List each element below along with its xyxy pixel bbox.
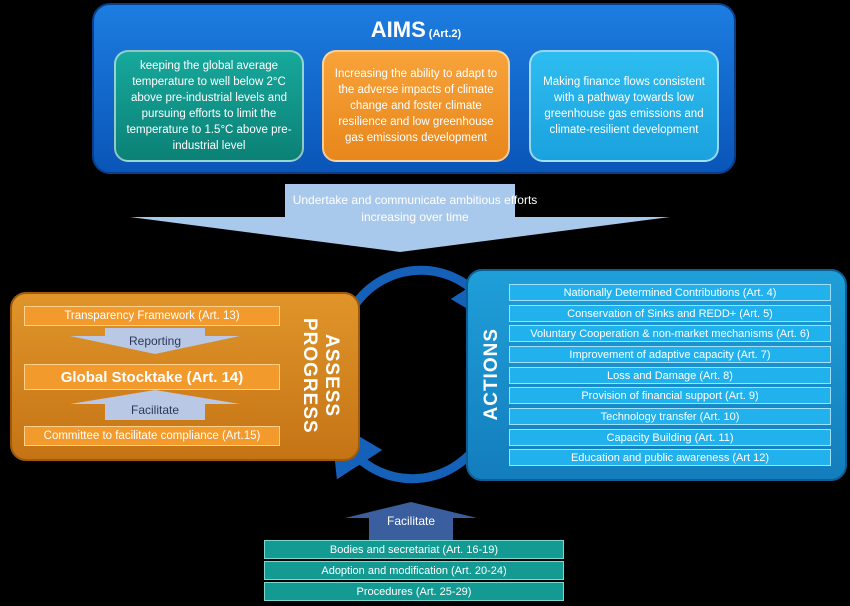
action-item-label: Capacity Building (Art. 11) (606, 431, 734, 444)
aims-panel: AIMS(Art.2) keeping the global average t… (92, 3, 736, 174)
action-item-label: Education and public awareness (Art 12) (570, 451, 770, 464)
action-item-loss-damage: Loss and Damage (Art. 8) (509, 367, 831, 384)
bottom-facilitate-label: Facilitate (386, 514, 436, 528)
action-item-label: Conservation of Sinks and REDD+ (Art. 5) (567, 307, 773, 320)
action-item-label: Provision of financial support (Art. 9) (581, 389, 759, 402)
action-item-adaptive: Improvement of adaptive capacity (Art. 7… (509, 346, 831, 363)
compliance-committee-box: Committee to facilitate compliance (Art.… (24, 426, 280, 446)
bottom-item-label: Procedures (Art. 25-29) (356, 585, 472, 598)
bottom-item-procedures: Procedures (Art. 25-29) (264, 582, 564, 601)
action-item-education: Education and public awareness (Art 12) (509, 449, 831, 466)
action-item-label: Technology transfer (Art. 10) (600, 410, 740, 423)
aim-adaptation-box: Increasing the ability to adapt to the a… (322, 50, 510, 162)
action-item-finance: Provision of financial support (Art. 9) (509, 387, 831, 404)
action-item-cooperation: Voluntary Cooperation & non-market mecha… (509, 325, 831, 342)
aim-temperature-text: keeping the global average temperature t… (126, 60, 292, 152)
actions-label: ACTIONS (472, 270, 512, 478)
bottom-item-adoption: Adoption and modification (Art. 20-24) (264, 561, 564, 580)
global-stocktake-label: Global Stocktake (Art. 14) (60, 368, 244, 386)
transparency-framework-box: Transparency Framework (Art. 13) (24, 306, 280, 326)
action-item-capacity: Capacity Building (Art. 11) (509, 429, 831, 446)
action-item-sinks: Conservation of Sinks and REDD+ (Art. 5) (509, 305, 831, 322)
transparency-framework-label: Transparency Framework (Art. 13) (64, 310, 240, 322)
assess-arrows (70, 328, 240, 420)
aims-article: (Art.2) (428, 28, 462, 40)
aim-temperature-box: keeping the global average temperature t… (114, 50, 304, 162)
aims-title: AIMS(Art.2) (94, 17, 738, 43)
actions-label-text: ACTIONS (481, 327, 502, 421)
bottom-up-arrow (345, 502, 477, 540)
aim-adaptation-text: Increasing the ability to adapt to the a… (334, 68, 498, 144)
main-arrow-text: Undertake and communicate ambitious effo… (292, 193, 538, 224)
action-item-label: Nationally Determined Contributions (Art… (563, 286, 777, 299)
aim-finance-text: Making finance flows consistent with a p… (543, 76, 705, 136)
global-stocktake-box: Global Stocktake (Art. 14) (24, 364, 280, 390)
assess-progress-text: ASSESS PROGRESS (299, 318, 342, 434)
bottom-item-label: Adoption and modification (Art. 20-24) (321, 564, 507, 577)
action-item-ndc: Nationally Determined Contributions (Art… (509, 284, 831, 301)
reporting-label: Reporting (128, 334, 182, 348)
action-item-technology: Technology transfer (Art. 10) (509, 408, 831, 425)
action-item-label: Loss and Damage (Art. 8) (607, 369, 733, 382)
bottom-item-label: Bodies and secretariat (Art. 16-19) (329, 543, 499, 556)
bottom-item-bodies: Bodies and secretariat (Art. 16-19) (264, 540, 564, 559)
aims-title-text: AIMS (370, 17, 426, 42)
action-item-label: Voluntary Cooperation & non-market mecha… (530, 327, 810, 340)
compliance-committee-label: Committee to facilitate compliance (Art.… (43, 430, 261, 442)
action-item-label: Improvement of adaptive capacity (Art. 7… (569, 348, 771, 361)
aim-finance-box: Making finance flows consistent with a p… (529, 50, 719, 162)
assess-facilitate-label: Facilitate (130, 403, 180, 417)
main-down-arrow (130, 184, 670, 252)
assess-progress-label: ASSESS PROGRESS (299, 294, 342, 458)
